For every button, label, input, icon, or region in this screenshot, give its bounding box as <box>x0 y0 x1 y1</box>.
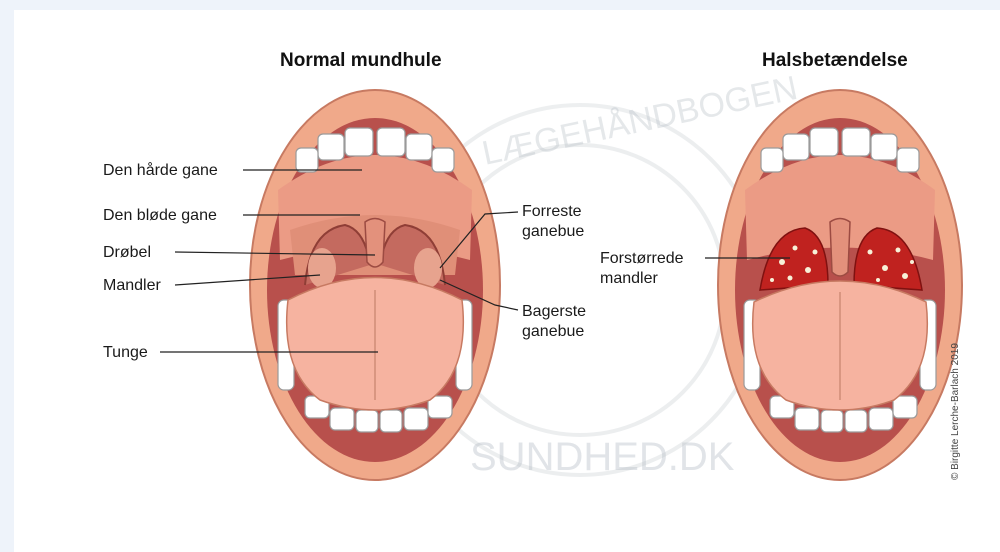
label-tonsils: Mandler <box>103 276 161 295</box>
label-enlarged-tonsils-line1: Forstørrede <box>600 249 684 268</box>
normal-mouth <box>250 90 500 480</box>
label-anterior-arch-line2: ganebue <box>522 222 584 241</box>
normal-tonsil-right <box>414 248 442 288</box>
label-anterior-arch-line1: Forreste <box>522 202 582 221</box>
normal-uvula <box>365 219 385 268</box>
infected-mouth <box>718 90 962 480</box>
label-soft-palate: Den bløde gane <box>103 206 217 225</box>
label-uvula: Drøbel <box>103 243 151 262</box>
watermark-text-bottom: SUNDHED.DK <box>470 435 735 479</box>
title-infected: Halsbetændelse <box>762 50 908 72</box>
label-posterior-arch-line2: ganebue <box>522 322 584 341</box>
infected-uvula <box>830 219 850 277</box>
label-tongue: Tunge <box>103 343 148 362</box>
title-normal: Normal mundhule <box>280 50 442 72</box>
copyright-credit: © Birgitte Lerche-Barlach 2019 <box>950 343 961 480</box>
label-posterior-arch-line1: Bagerste <box>522 302 586 321</box>
label-hard-palate: Den hårde gane <box>103 161 218 180</box>
label-enlarged-tonsils-line2: mandler <box>600 269 658 288</box>
